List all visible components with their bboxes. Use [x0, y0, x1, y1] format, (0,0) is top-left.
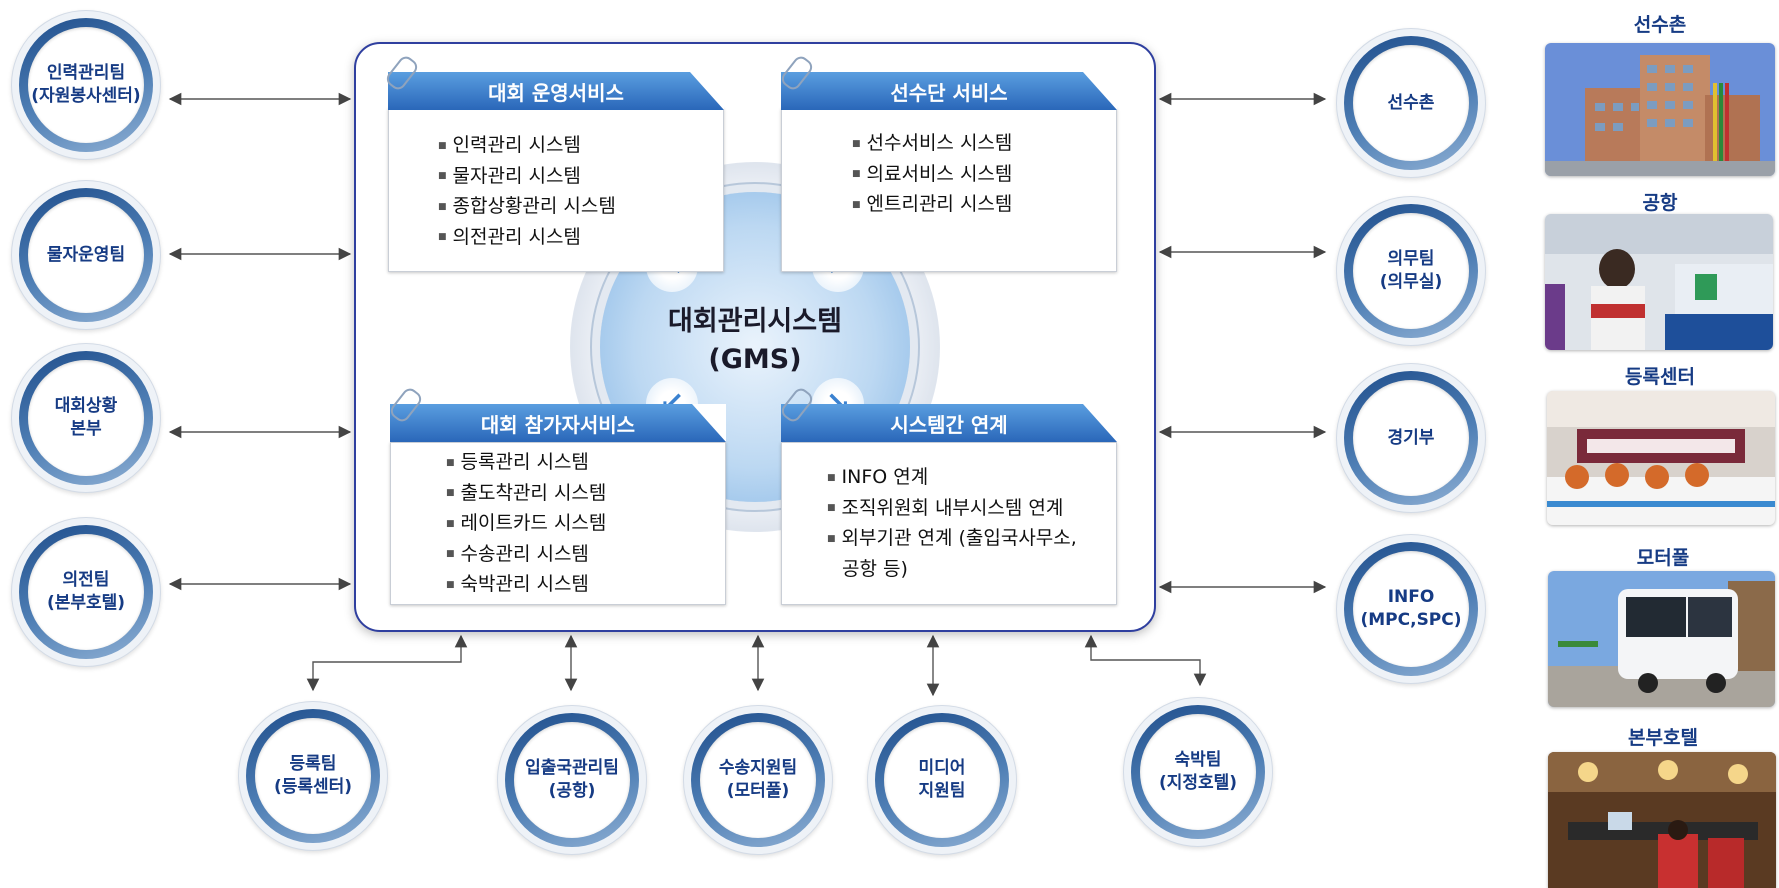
node-label: 수송지원팀	[719, 757, 797, 780]
node-label: (등록센터)	[274, 776, 352, 799]
list-item: 외부기관 연계 (출입국사무소,	[827, 523, 1077, 554]
card-link-list: INFO 연계 조직위원회 내부시스템 연계 외부기관 연계 (출입국사무소, …	[827, 462, 1077, 584]
node-lodging-team: 숙박팀 (지정호텔)	[1123, 697, 1273, 847]
node-supply-team: 물자운영팀	[11, 180, 161, 330]
node-label: INFO	[1388, 586, 1435, 609]
list-item: 종합상황관리 시스템	[438, 191, 616, 222]
accreditation-center-photo	[1547, 391, 1775, 525]
node-registration-team: 등록팀 (등록센터)	[238, 701, 388, 851]
node-label: 등록팀	[290, 753, 337, 776]
node-situation-hq: 대회상황 본부	[11, 343, 161, 493]
node-label: (모터풀)	[727, 780, 789, 803]
list-item: 선수서비스 시스템	[852, 128, 1012, 159]
card-ops-header: 대회 운영서비스	[388, 72, 724, 110]
motor-pool-bus-photo	[1548, 571, 1775, 707]
gms-title: 대회관리시스템	[570, 305, 940, 339]
card-team-header: 선수단 서비스	[781, 72, 1117, 110]
list-item: 엔트리관리 시스템	[852, 189, 1012, 220]
node-hr-team: 인력관리팀 (자원봉사센터)	[11, 10, 161, 160]
card-team-title: 선수단 서비스	[890, 77, 1007, 106]
node-label: (자원봉사센터)	[31, 85, 140, 108]
card-participant-header: 대회 참가자서비스	[390, 404, 726, 442]
photo-title-airport: 공항	[1545, 188, 1775, 215]
list-item: 의료서비스 시스템	[852, 159, 1012, 190]
card-ops-title: 대회 운영서비스	[488, 77, 624, 106]
node-media-team: 미디어 지원팀	[867, 705, 1017, 855]
node-competition-dept: 경기부	[1336, 363, 1486, 513]
photo-title-motorpool: 모터풀	[1548, 543, 1778, 570]
card-team-list: 선수서비스 시스템 의료서비스 시스템 엔트리관리 시스템	[852, 128, 1012, 220]
node-label: 선수촌	[1388, 92, 1435, 115]
node-label: 숙박팀	[1175, 749, 1222, 772]
node-label: 경기부	[1388, 427, 1435, 450]
athletes-village-photo	[1545, 43, 1775, 176]
node-label: 의전팀	[63, 569, 110, 592]
node-transport-team: 수송지원팀 (모터풀)	[683, 705, 833, 855]
card-ops-list: 인력관리 시스템 물자관리 시스템 종합상황관리 시스템 의전관리 시스템	[438, 130, 616, 252]
photo-title-village: 선수촌	[1545, 10, 1775, 37]
node-label: 지원팀	[919, 780, 966, 803]
node-label: 본부	[70, 418, 101, 441]
node-label: (공항)	[549, 780, 596, 803]
node-label: 대회상황	[55, 395, 118, 418]
airport-photo	[1545, 214, 1773, 350]
node-label: (지정호텔)	[1159, 772, 1237, 795]
card-participant-list: 등록관리 시스템 출도착관리 시스템 레이트카드 시스템 수송관리 시스템 숙박…	[446, 447, 606, 600]
list-item: 의전관리 시스템	[438, 222, 616, 253]
node-label: 의무팀	[1388, 248, 1435, 271]
list-item-continuation: 공항 등)	[827, 554, 1077, 585]
list-item: 숙박관리 시스템	[446, 569, 606, 600]
card-participant-title: 대회 참가자서비스	[481, 409, 635, 438]
list-item: 수송관리 시스템	[446, 539, 606, 570]
list-item: 출도착관리 시스템	[446, 478, 606, 509]
node-label: (본부호텔)	[47, 592, 125, 615]
photo-title-accreditation: 등록센터	[1545, 362, 1775, 389]
list-item: 레이트카드 시스템	[446, 508, 606, 539]
node-label: (의무실)	[1380, 271, 1442, 294]
photo-title-hotel: 본부호텔	[1548, 723, 1778, 750]
node-label: 물자운영팀	[47, 244, 125, 267]
list-item: 물자관리 시스템	[438, 161, 616, 192]
node-label: 인력관리팀	[47, 62, 125, 85]
card-link-header: 시스템간 연계	[781, 404, 1117, 442]
hq-hotel-photo	[1548, 752, 1776, 888]
node-label: 미디어	[919, 757, 966, 780]
gms-subtitle: (GMS)	[570, 343, 940, 377]
list-item: 등록관리 시스템	[446, 447, 606, 478]
link-bottom-5	[1091, 636, 1200, 685]
node-info: INFO (MPC,SPC)	[1336, 534, 1486, 684]
link-bottom-1	[313, 636, 461, 690]
node-label: (MPC,SPC)	[1360, 609, 1461, 632]
node-medical-team: 의무팀 (의무실)	[1336, 196, 1486, 346]
list-item: 인력관리 시스템	[438, 130, 616, 161]
list-item: 조직위원회 내부시스템 연계	[827, 493, 1077, 524]
node-label: 입출국관리팀	[525, 757, 619, 780]
node-immigration-team: 입출국관리팀 (공항)	[497, 705, 647, 855]
node-protocol-team: 의전팀 (본부호텔)	[11, 517, 161, 667]
node-athletes-village: 선수촌	[1336, 28, 1486, 178]
card-link-title: 시스템간 연계	[890, 409, 1007, 438]
list-item: INFO 연계	[827, 462, 1077, 493]
